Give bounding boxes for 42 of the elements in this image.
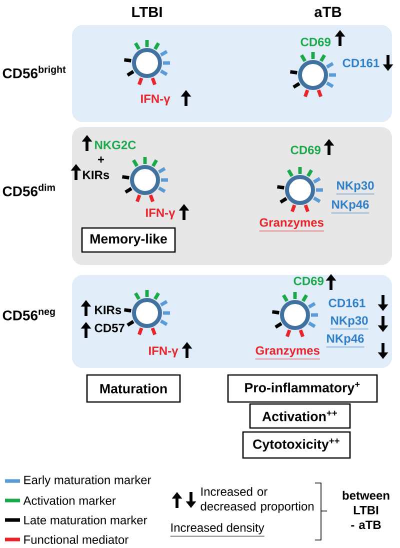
row-heading: CD56$^{neg}$ xyxy=(2,310,55,320)
row-heading: CD56$^{dim}$ xyxy=(2,184,55,196)
cell-icon xyxy=(124,290,170,336)
marker-label: + xyxy=(98,156,104,163)
label-box: Cytotoxicity$^{++}$ xyxy=(242,431,351,459)
cell-icon xyxy=(276,167,323,212)
marker-label: CD161 xyxy=(328,298,366,308)
key-text: Increased density xyxy=(170,523,265,536)
marker-label: CD57 xyxy=(94,324,124,332)
column-heading: aTB xyxy=(314,6,342,18)
marker-label: NKp46 xyxy=(331,200,370,214)
cell-icon xyxy=(124,40,170,86)
key-text: between LTBI - aTB xyxy=(342,490,390,530)
label-box: Maturation xyxy=(86,374,181,403)
marker-label: CD69 xyxy=(300,38,330,46)
marker-label: IFN-γ xyxy=(146,208,176,220)
cell-icon xyxy=(122,157,168,202)
marker-label: CD161 xyxy=(342,58,380,68)
cell-icon xyxy=(272,292,318,338)
marker-label: IFN-γ xyxy=(141,94,170,106)
legend-label: Activation marker xyxy=(23,496,116,505)
marker-label: Granzymes xyxy=(259,218,324,232)
marker-label: NKp30 xyxy=(330,316,369,330)
marker-label: KIRs xyxy=(83,170,110,180)
cell-icon xyxy=(290,52,336,98)
key-text: Increased or decreased proportion xyxy=(200,487,314,513)
marker-label: NKG2C xyxy=(95,140,136,150)
marker-label: NKp46 xyxy=(326,334,365,348)
marker-label: IFN-γ xyxy=(149,346,178,358)
marker-label: Granzymes xyxy=(255,346,320,360)
marker-label: CD69 xyxy=(290,146,320,154)
column-heading: LTBI xyxy=(132,6,162,18)
label-box: Activation$^{++}$ xyxy=(249,403,351,429)
row-heading: CD56$^{bright}$ xyxy=(2,66,66,78)
marker-label: NKp30 xyxy=(336,181,375,194)
label-box: Memory-like xyxy=(81,227,176,253)
legend-label: Late maturation marker xyxy=(24,516,148,524)
marker-label: CD69 xyxy=(294,276,324,286)
marker-label: KIRs xyxy=(95,306,122,314)
label-box: Pro-inflammatory$^{+}$ xyxy=(227,374,378,403)
legend-label: Early maturation marker xyxy=(24,475,152,487)
legend-label: Functional mediator xyxy=(24,535,128,544)
